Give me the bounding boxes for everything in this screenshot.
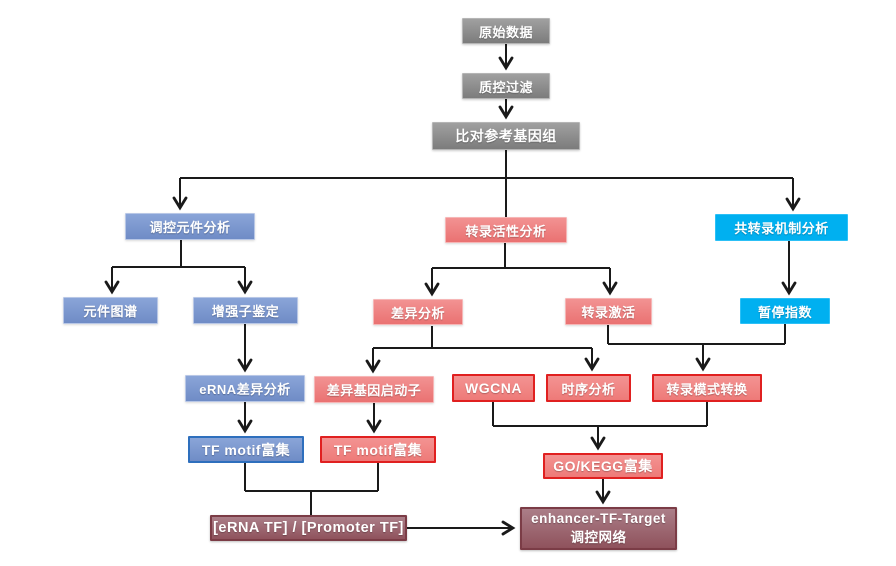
- node-tf-motif-enrichment-erna: TF motif富集: [188, 436, 304, 463]
- node-pause-index: 暂停指数: [740, 298, 830, 324]
- node-element-map: 元件图谱: [63, 297, 158, 324]
- node-go-kegg-enrichment: GO/KEGG富集: [543, 453, 663, 479]
- node-tf-motif-enrichment-promoter: TF motif富集: [320, 436, 436, 463]
- node-erna-promoter-tf: [eRNA TF] / [Promoter TF]: [210, 515, 407, 541]
- node-diff-analysis: 差异分析: [373, 299, 463, 325]
- node-erna-diff-analysis: eRNA差异分析: [185, 375, 305, 402]
- node-enhancer-tf-target-network: enhancer-TF-Target 调控网络: [520, 507, 677, 550]
- node-regulatory-element-analysis: 调控元件分析: [125, 213, 255, 240]
- node-align-reference-genome: 比对参考基因组: [432, 122, 580, 150]
- node-cotranscription-mechanism-analysis: 共转录机制分析: [715, 214, 848, 241]
- node-transcription-activity-analysis: 转录活性分析: [445, 217, 567, 243]
- node-raw-data: 原始数据: [462, 18, 550, 44]
- node-qc-filter: 质控过滤: [462, 73, 550, 99]
- enhancer-network-line2: 调控网络: [570, 529, 627, 545]
- node-wgcna: WGCNA: [452, 374, 535, 402]
- node-transcription-activation: 转录激活: [565, 298, 652, 325]
- node-diff-gene-promoter: 差异基因启动子: [314, 376, 434, 403]
- enhancer-network-line1: enhancer-TF-Target: [531, 511, 666, 527]
- node-enhancer-identification: 增强子鉴定: [193, 297, 298, 324]
- node-time-series-analysis: 时序分析: [546, 374, 631, 402]
- node-transcription-mode-switch: 转录模式转换: [652, 374, 762, 402]
